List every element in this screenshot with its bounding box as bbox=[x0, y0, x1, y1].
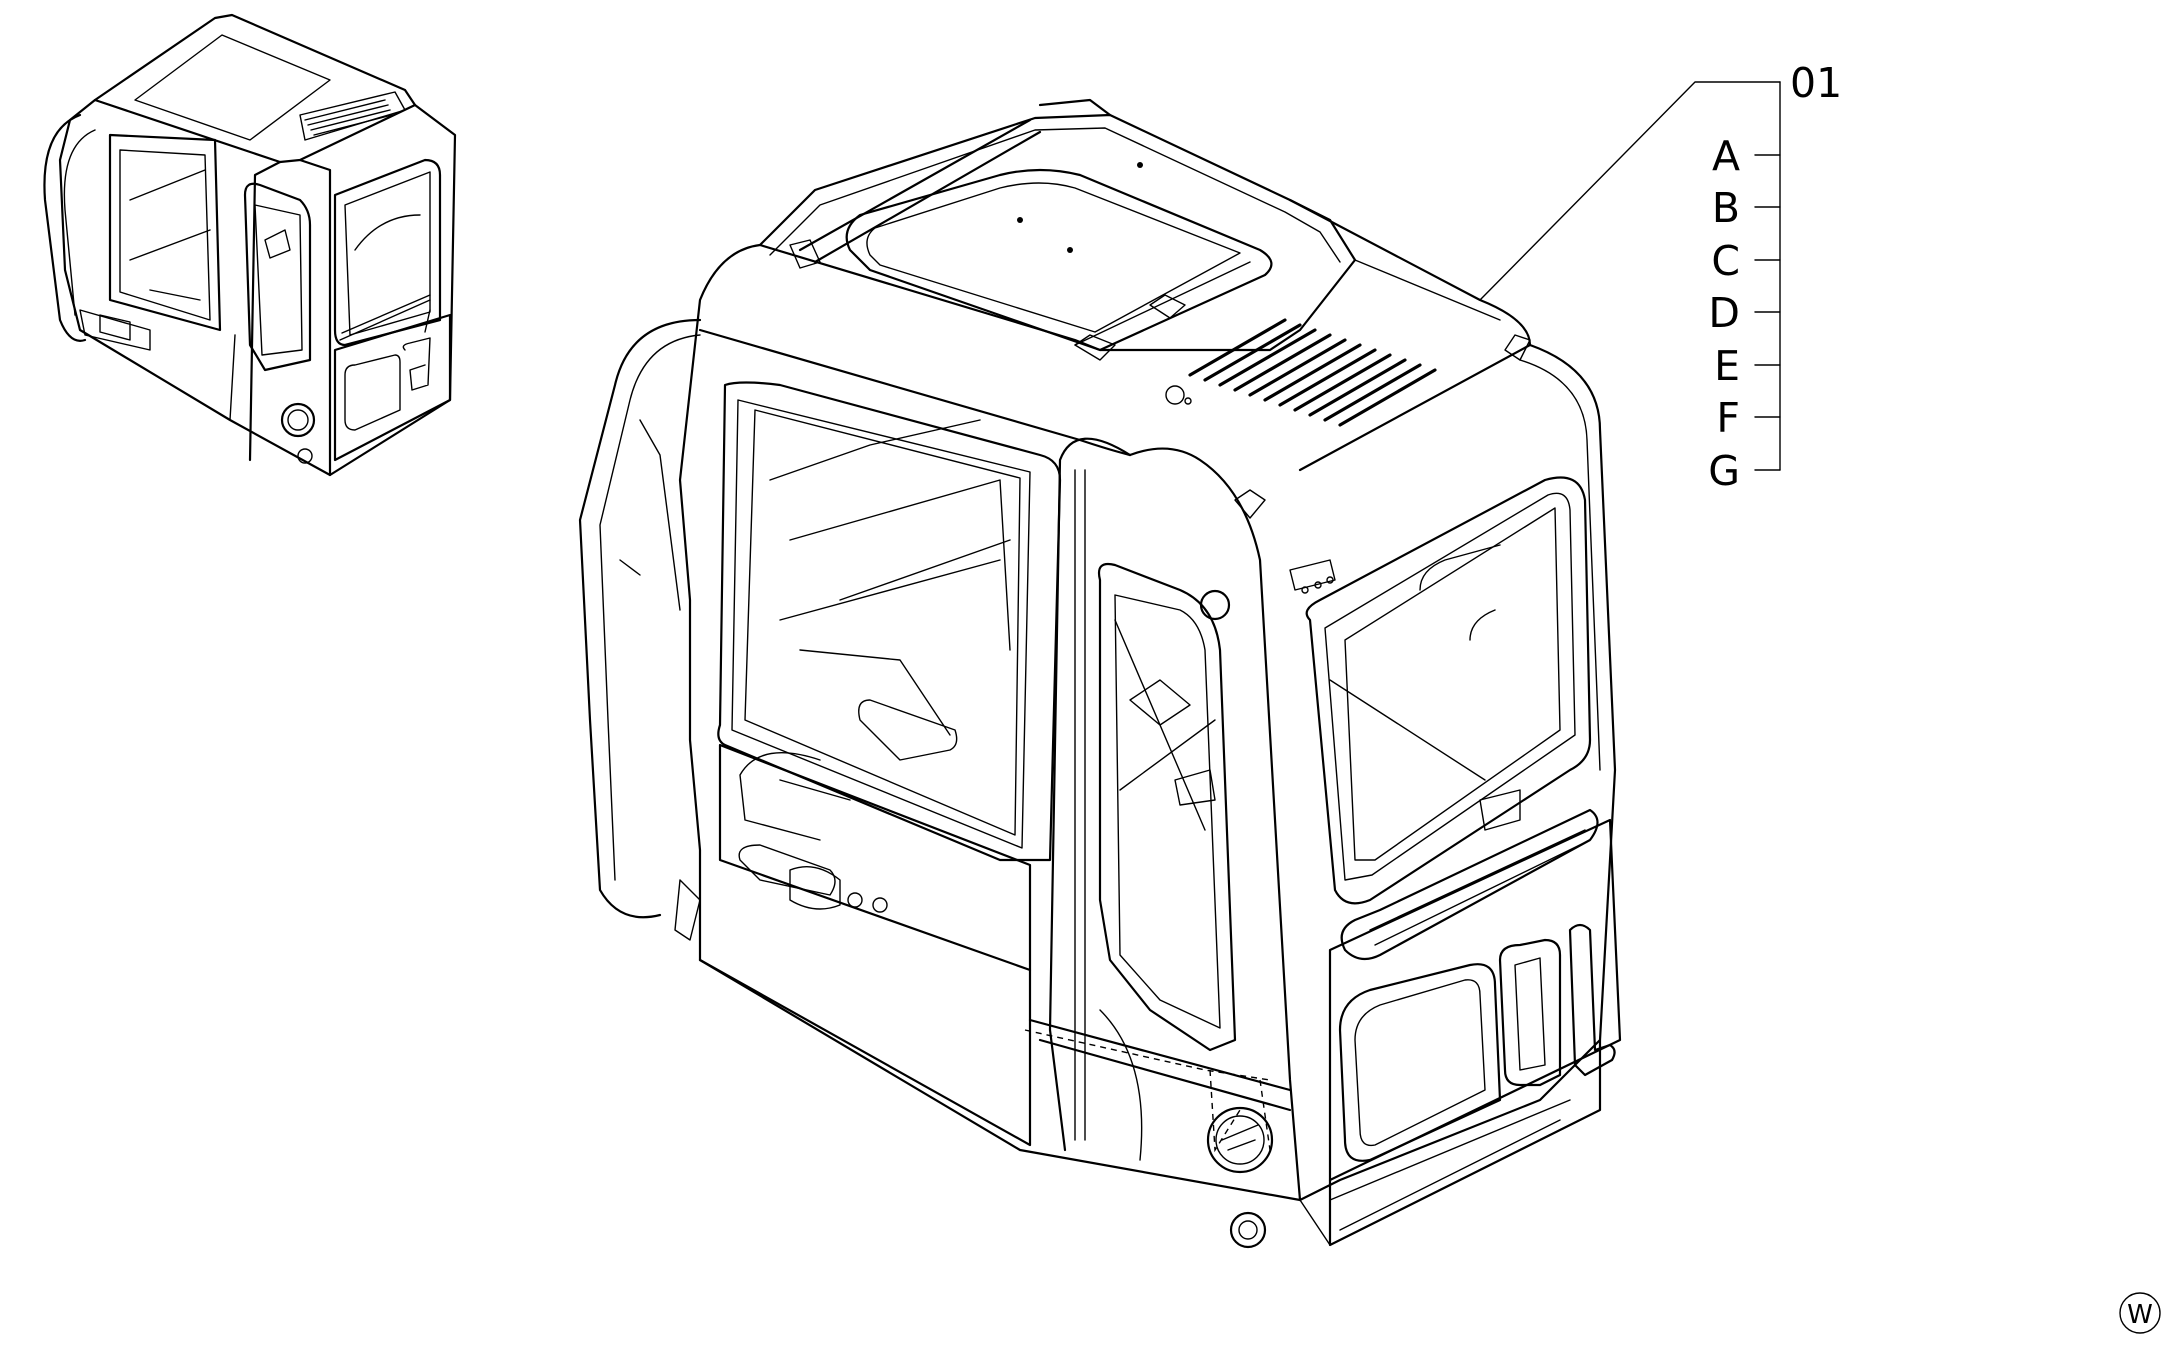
callout-item-a: A bbox=[1712, 132, 1740, 180]
callout-item-f: F bbox=[1716, 394, 1740, 442]
callout-tree: 01 A B C D E F G bbox=[1479, 59, 1842, 495]
thumbnail-cab bbox=[43, 13, 457, 477]
callout-item-d: D bbox=[1708, 289, 1740, 337]
watermark-letter: W bbox=[2127, 1300, 2153, 1330]
callout-item-g: G bbox=[1708, 447, 1740, 495]
roof-vent-slots bbox=[1188, 318, 1437, 427]
watermark-symbol: W bbox=[2119, 1292, 2161, 1334]
callout-item-b: B bbox=[1712, 184, 1740, 232]
callout-item-c: C bbox=[1711, 237, 1740, 285]
callout-main-label: 01 bbox=[1790, 59, 1842, 107]
main-cab bbox=[578, 98, 1622, 1249]
callout-item-e: E bbox=[1714, 342, 1740, 390]
